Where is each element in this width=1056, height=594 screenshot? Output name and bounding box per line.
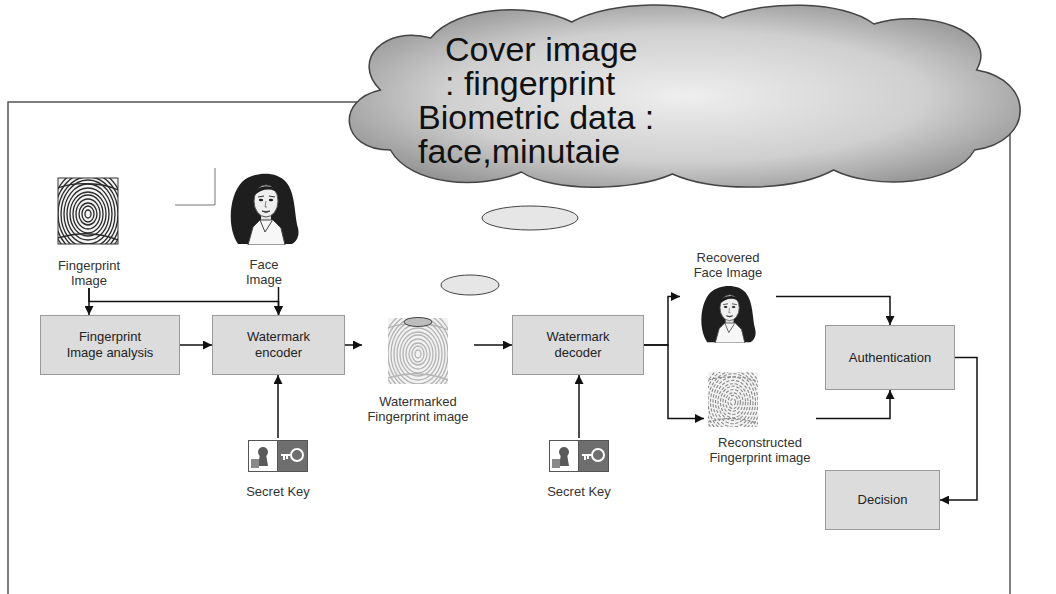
key-icon xyxy=(249,441,308,472)
process-box: Fingerprint Image analysis xyxy=(40,315,180,375)
recovered-face-picture xyxy=(701,286,755,343)
image-caption: Fingerprint Image xyxy=(53,258,125,288)
empty-ellipse xyxy=(482,206,578,230)
image-caption: Secret Key xyxy=(240,484,316,499)
fingerprint-picture xyxy=(52,169,124,259)
box-label: Fingerprint Image analysis xyxy=(62,329,158,361)
callout-text: Biometric data : face,minutaie xyxy=(418,100,663,168)
flow-arrow xyxy=(816,390,890,419)
box-label: Watermark decoder xyxy=(537,329,619,361)
image-node: Secret Key xyxy=(541,438,617,499)
process-box: Watermark encoder xyxy=(212,315,345,375)
flow-arrow xyxy=(278,287,280,315)
flow-arrow xyxy=(644,297,680,346)
frame-line xyxy=(175,205,215,206)
image-caption: Recovered Face Image xyxy=(687,250,769,280)
watermarked-fingerprint-picture xyxy=(382,309,454,399)
image-node: Recovered Face Image xyxy=(680,250,776,343)
flow-arrow xyxy=(277,375,279,438)
flow-arrow xyxy=(345,344,362,346)
frame-line xyxy=(215,168,216,205)
flow-arrow xyxy=(89,288,279,315)
image-caption: Secret Key xyxy=(541,484,617,499)
box-label: Watermark encoder xyxy=(238,329,320,361)
key-icon xyxy=(550,441,609,472)
empty-ellipse xyxy=(441,275,499,295)
flow-arrow xyxy=(474,344,512,346)
flow-arrow xyxy=(180,344,212,346)
image-node: Reconstructed Fingerprint image xyxy=(704,372,816,465)
image-caption: Reconstructed Fingerprint image xyxy=(705,435,815,465)
box-label: Authentication xyxy=(830,350,950,366)
reconstructed-fingerprint-picture xyxy=(703,365,763,440)
image-node: Fingerprint Image xyxy=(48,176,130,288)
callout-text: Cover image : fingerprint xyxy=(445,32,645,100)
process-box: Watermark decoder xyxy=(512,315,644,375)
face-picture xyxy=(231,174,299,245)
box-label: Decision xyxy=(830,492,935,508)
cloud-callout: Cover image : fingerprintBiometric data … xyxy=(330,0,1035,188)
flow-arrow xyxy=(578,375,580,438)
image-node: Watermarked Fingerprint image xyxy=(362,318,474,424)
flow-arrow xyxy=(776,297,890,326)
process-box: Authentication xyxy=(825,325,955,390)
image-node: Secret Key xyxy=(240,438,316,499)
flow-arrow xyxy=(644,345,704,419)
cloud-shape xyxy=(349,5,1020,187)
process-box: Decision xyxy=(825,470,940,530)
image-node: Face Image xyxy=(222,170,306,287)
image-caption: Watermarked Fingerprint image xyxy=(363,394,473,424)
image-caption: Face Image xyxy=(241,257,287,287)
